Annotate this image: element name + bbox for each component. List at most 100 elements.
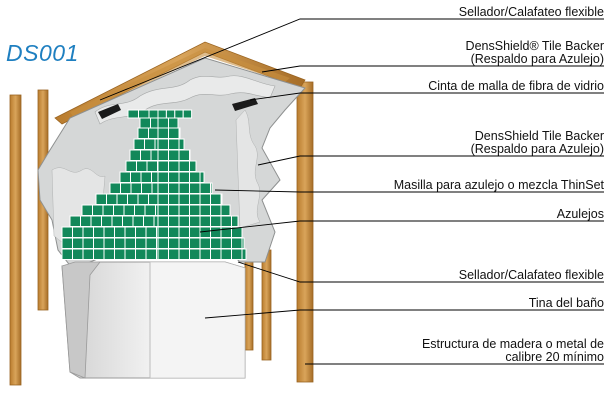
tile <box>168 138 180 150</box>
tile <box>189 193 201 205</box>
tile <box>168 204 180 216</box>
label-text: Sellador/Calafateo flexible <box>458 5 604 19</box>
bathtub <box>61 261 246 379</box>
tile <box>82 226 94 238</box>
tile <box>119 171 131 183</box>
tile <box>157 149 169 161</box>
tile <box>168 171 180 183</box>
tile <box>210 237 222 249</box>
tile <box>168 149 180 161</box>
label-mortar: Masilla para azulejo o mezcla ThinSet <box>394 179 604 192</box>
tile <box>178 171 190 183</box>
tile <box>189 171 201 183</box>
tile <box>168 215 180 227</box>
tile <box>61 248 73 260</box>
tile <box>178 138 185 150</box>
tile <box>157 109 167 119</box>
tile <box>220 193 223 205</box>
tile <box>72 237 84 249</box>
tile <box>144 204 156 216</box>
stud-left <box>9 94 22 386</box>
tile <box>81 204 93 216</box>
tile <box>189 248 201 260</box>
tile <box>148 127 159 139</box>
tile <box>220 237 232 249</box>
tile <box>189 160 197 172</box>
tile <box>124 226 136 238</box>
tile <box>61 237 73 249</box>
tile <box>220 248 232 260</box>
tile <box>144 138 156 150</box>
tile <box>124 237 136 249</box>
tile <box>168 226 180 238</box>
tile <box>111 215 123 227</box>
tile <box>80 215 92 227</box>
tile <box>145 226 157 238</box>
tile <box>103 248 115 260</box>
tile <box>168 248 180 260</box>
tile <box>136 160 148 172</box>
tile <box>132 215 144 227</box>
tile <box>153 215 159 227</box>
tile <box>141 182 153 194</box>
tile <box>130 171 142 183</box>
tile <box>143 215 155 227</box>
tile <box>157 237 169 249</box>
tile <box>114 237 126 249</box>
tile <box>178 182 190 194</box>
tile <box>122 215 134 227</box>
leader-line <box>204 309 604 319</box>
tile <box>182 109 193 119</box>
tile <box>157 127 169 139</box>
label-text: calibre 20 mínimo <box>505 350 604 364</box>
tile <box>93 226 105 238</box>
label-tiles: Azulejos <box>557 208 604 221</box>
tile <box>61 226 73 238</box>
tile <box>231 237 243 249</box>
tile <box>133 138 145 150</box>
label-backer-side: DensShield Tile Backer (Respaldo para Az… <box>471 130 604 156</box>
tile <box>138 109 150 119</box>
tile <box>101 215 113 227</box>
label-backer-top: DensShield® Tile Backer (Respaldo para A… <box>466 40 604 66</box>
tile <box>109 182 121 194</box>
tile <box>157 215 169 227</box>
tile <box>189 237 201 249</box>
label-tub: Tina del baño <box>529 297 604 310</box>
tile <box>72 226 84 238</box>
tile <box>123 204 135 216</box>
leader-lines <box>99 18 604 365</box>
leader-line <box>237 261 604 283</box>
tile <box>165 109 176 119</box>
tile <box>178 248 190 260</box>
tile <box>189 149 191 161</box>
tile <box>129 149 141 161</box>
label-text: Sellador/Calafateo flexible <box>458 268 604 282</box>
tile <box>168 182 180 194</box>
tile <box>231 248 243 260</box>
tile <box>220 204 231 216</box>
leader-line <box>99 18 604 101</box>
tile <box>157 182 169 194</box>
tile <box>157 138 169 150</box>
tile <box>82 237 94 249</box>
tile <box>174 109 184 119</box>
tile <box>137 193 149 205</box>
tile <box>130 182 142 194</box>
tile <box>151 182 159 194</box>
tile <box>157 160 169 172</box>
tile <box>82 248 94 260</box>
tile <box>113 204 125 216</box>
tile <box>157 204 169 216</box>
tile <box>145 237 157 249</box>
tile <box>114 226 126 238</box>
tile <box>157 226 169 238</box>
tile <box>150 149 159 161</box>
tile <box>90 215 102 227</box>
tile <box>145 248 157 260</box>
tile <box>72 248 84 260</box>
tile <box>178 127 181 139</box>
label-text: Azulejos <box>556 207 604 221</box>
tile <box>135 226 147 238</box>
